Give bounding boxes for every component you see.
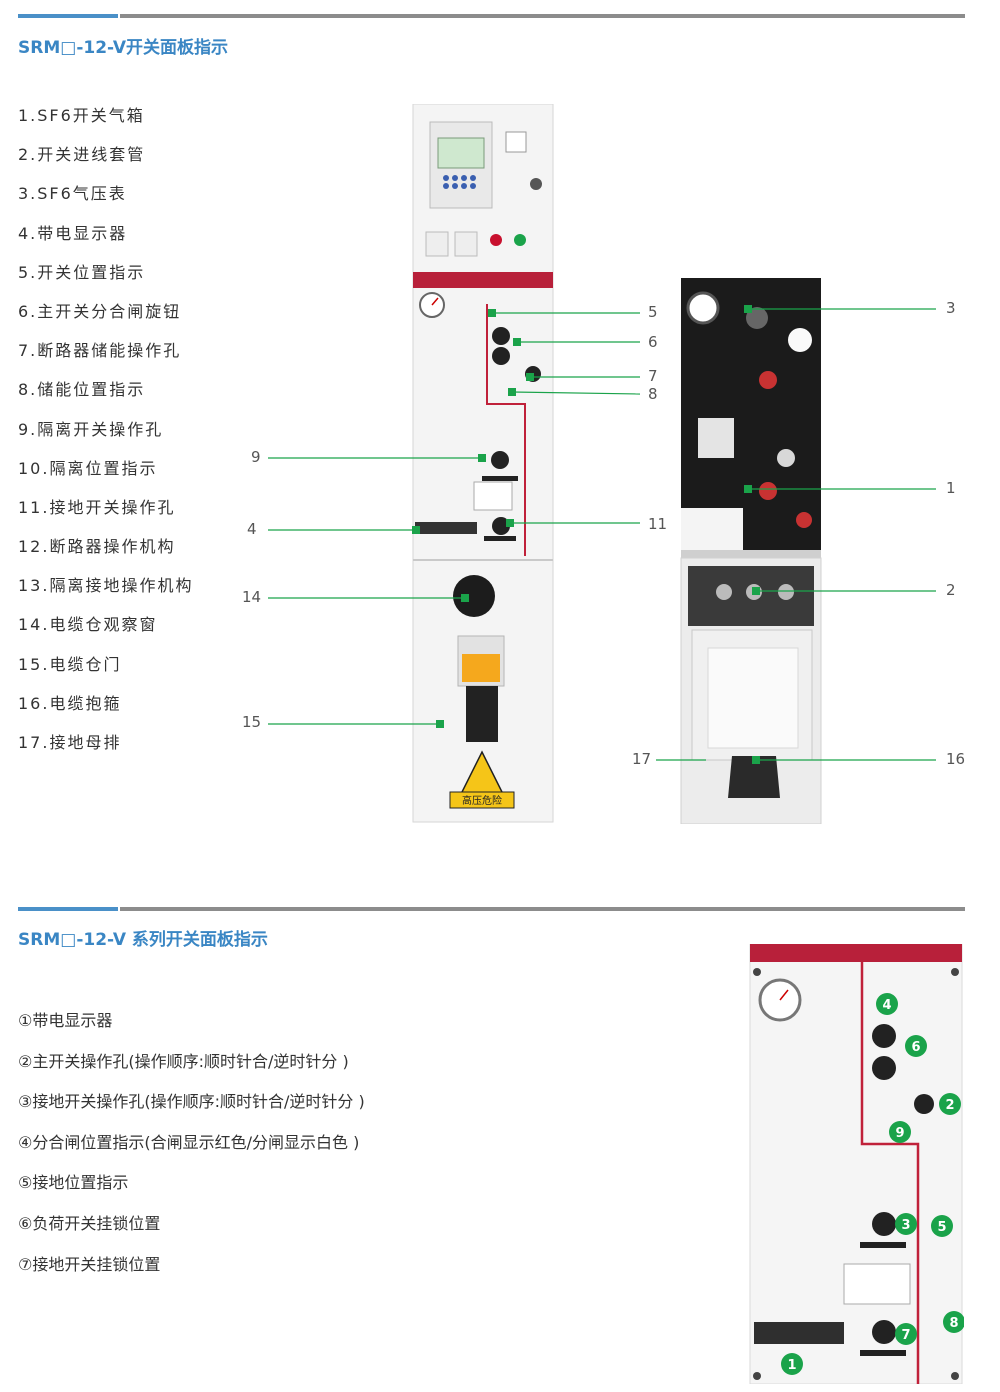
list-item: 15.电缆仓门 [18, 654, 122, 674]
list-item: 3.SF6气压表 [18, 184, 127, 204]
list-item: 6.主开关分合闸旋钮 [18, 301, 182, 321]
callout-label: 2 [946, 581, 956, 599]
badge-label: 2 [945, 1098, 954, 1113]
section1-component-list: 1.SF6开关气箱 2.开关进线套管 3.SF6气压表 4.带电显示器 5.开关… [18, 104, 193, 770]
callout-label: 11 [648, 515, 668, 533]
list-item: 13.隔离接地操作机构 [18, 576, 194, 596]
callout-label: 4 [247, 520, 257, 538]
series-panel-illustration: 4 6 2 9 3 5 8 7 1 [749, 944, 964, 1384]
callout-label: 5 [648, 303, 658, 321]
section1-title: SRM□-12-V开关面板指示 [18, 38, 229, 58]
list-item: ③接地开关操作孔(操作顺序:顺时针合/逆时针分 ) [18, 1092, 365, 1112]
list-item: 11.接地开关操作孔 [18, 497, 176, 517]
list-item: 17.接地母排 [18, 733, 122, 752]
callout-label: 16 [946, 750, 966, 768]
callout-label: 15 [242, 713, 262, 731]
list-item: 14.电缆仓观察窗 [18, 615, 158, 635]
badge-label: 5 [937, 1220, 946, 1235]
callout-label: 17 [632, 750, 652, 768]
list-item: ①带电显示器 [18, 1011, 113, 1030]
section2-component-list: ①带电显示器 ②主开关操作孔(操作顺序:顺时针合/逆时针分 ) ③接地开关操作孔… [18, 1008, 365, 1292]
list-item: 12.断路器操作机构 [18, 537, 176, 557]
section2-title: SRM□-12-V 系列开关面板指示 [18, 930, 268, 950]
callout-label: 7 [648, 367, 658, 385]
badge-label: 6 [911, 1040, 920, 1055]
list-item: ⑦接地开关挂锁位置 [18, 1254, 161, 1274]
badge-label: 3 [901, 1218, 910, 1233]
badge-label: 1 [787, 1358, 796, 1373]
callout-label: 3 [946, 299, 956, 317]
callout-label: 9 [251, 448, 261, 466]
list-item: 1.SF6开关气箱 [18, 106, 145, 125]
list-item: ④分合闸位置指示(合闸显示红色/分闸显示白色 ) [18, 1132, 360, 1152]
callout-label: 8 [648, 385, 658, 403]
list-item: 16.电缆抱箍 [18, 693, 122, 713]
list-item: 5.开关位置指示 [18, 262, 146, 282]
badge-label: 7 [901, 1328, 910, 1343]
list-item: 7.断路器储能操作孔 [18, 341, 182, 361]
header-rule-accent [18, 14, 118, 18]
list-item: 4.带电显示器 [18, 223, 128, 243]
callout-label: 14 [242, 588, 262, 606]
list-item: 8.储能位置指示 [18, 380, 146, 400]
internal-view-illustration [680, 278, 822, 824]
list-item: 9.隔离开关操作孔 [18, 419, 164, 439]
list-item: ⑤接地位置指示 [18, 1173, 129, 1193]
header-rule-accent [18, 907, 118, 911]
callout-lines [268, 305, 936, 764]
header-rule [120, 14, 965, 18]
header-rule [120, 907, 965, 911]
list-item: 10.隔离位置指示 [18, 458, 158, 478]
badge-label: 8 [949, 1316, 958, 1331]
warning-sign-label: 高压危险 [462, 794, 502, 807]
callout-label: 1 [946, 479, 956, 497]
badge-label: 9 [895, 1126, 904, 1141]
list-item: ②主开关操作孔(操作顺序:顺时针合/逆时针分 ) [18, 1051, 349, 1071]
callout-label: 6 [648, 333, 658, 351]
badge-label: 4 [882, 998, 891, 1013]
list-item: ⑥负荷开关挂锁位置 [18, 1213, 161, 1233]
list-item: 2.开关进线套管 [18, 145, 146, 165]
front-panel-illustration: 高压危险 [412, 104, 554, 823]
